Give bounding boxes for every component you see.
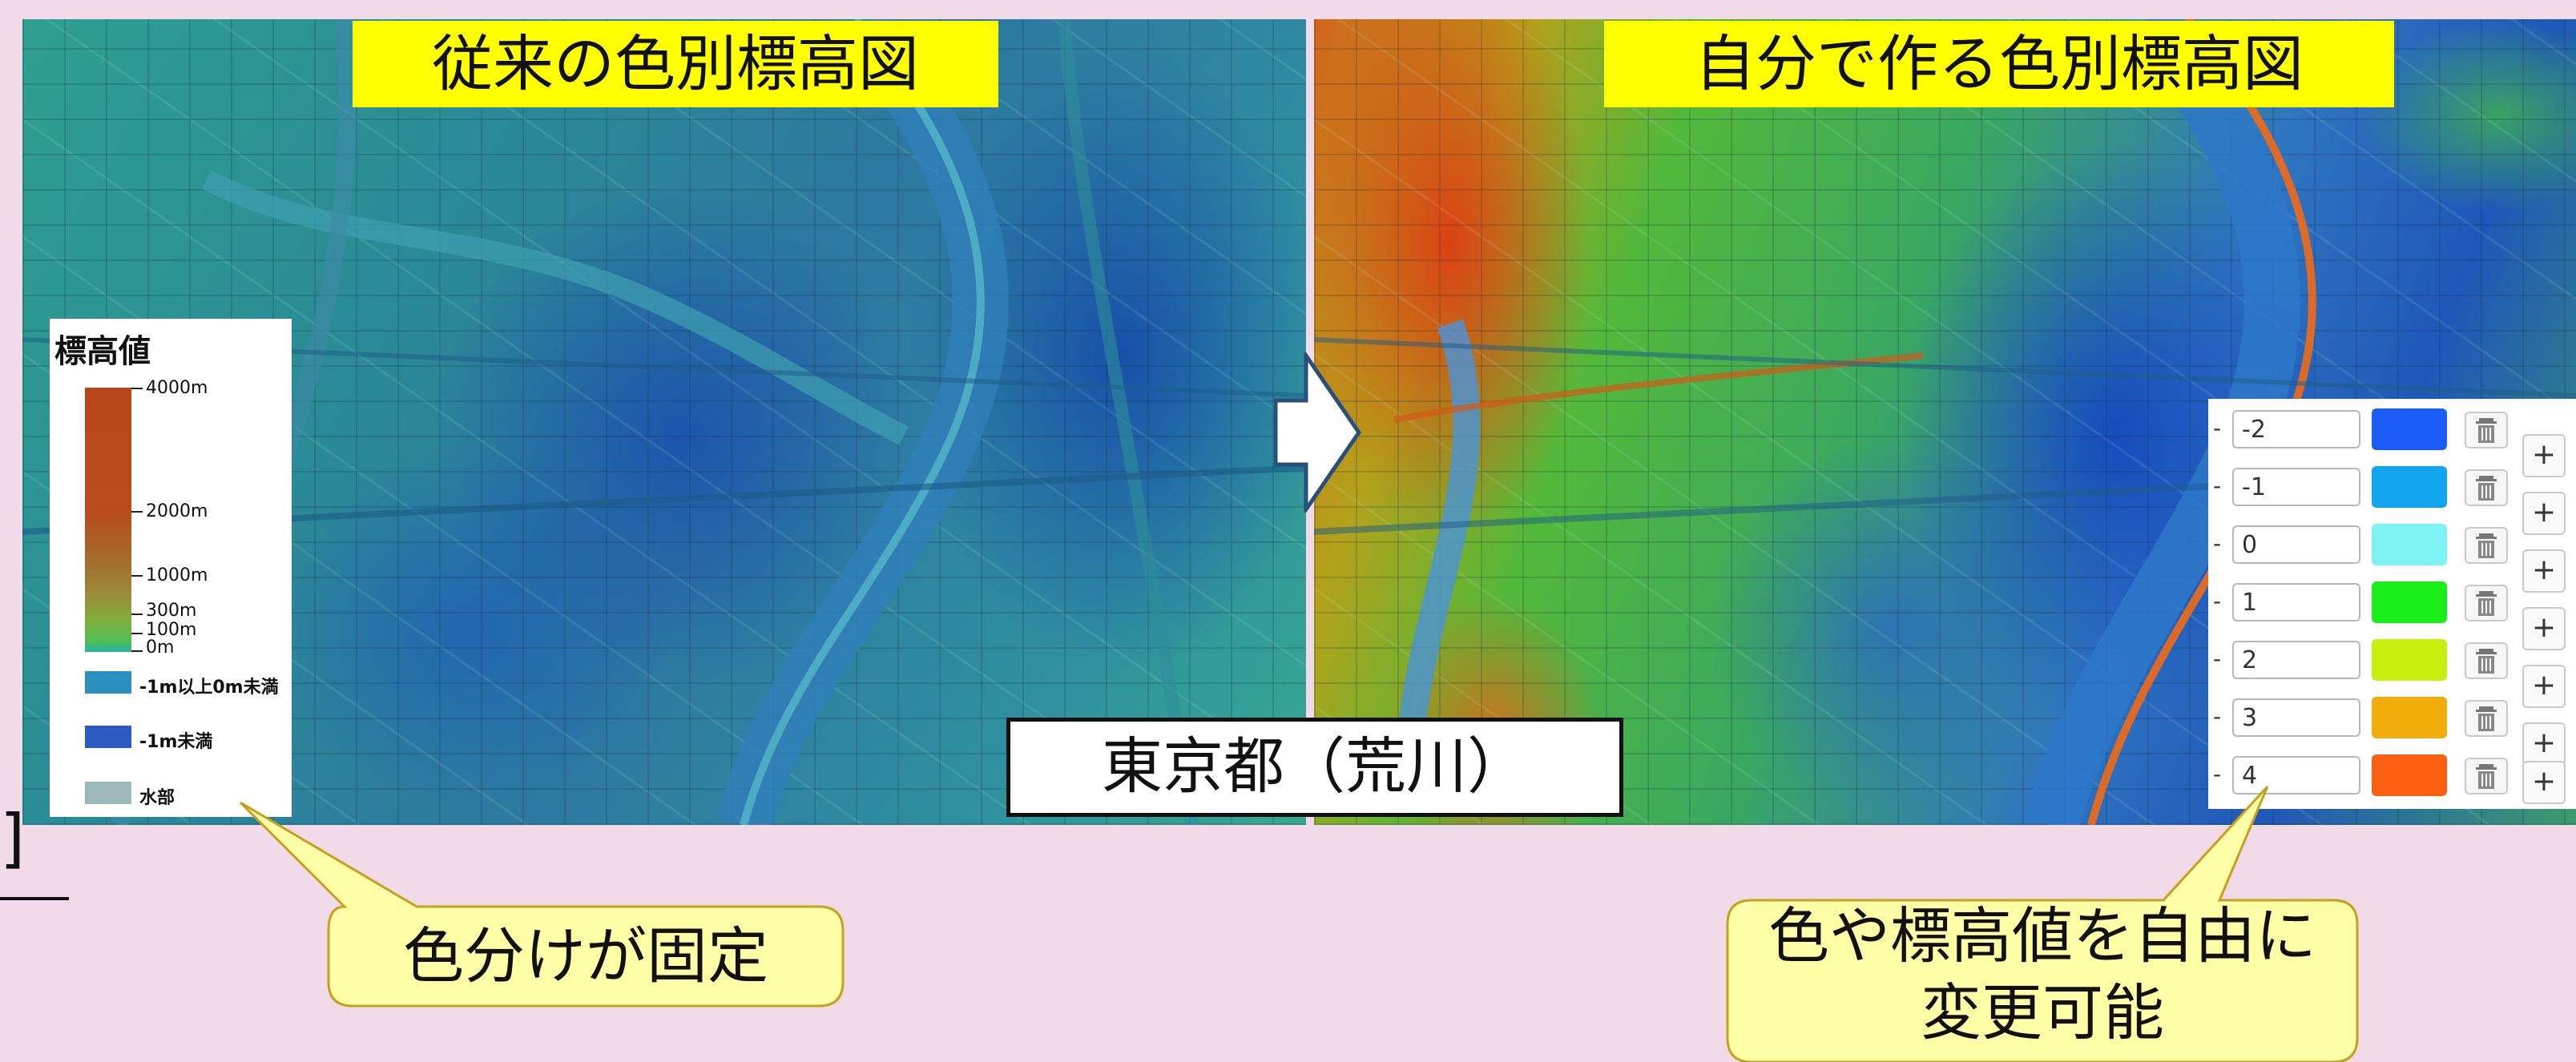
editor-row: - + bbox=[2208, 753, 2576, 804]
trash-icon[interactable] bbox=[2465, 585, 2508, 622]
add-row-button[interactable]: + bbox=[2522, 549, 2566, 593]
trash-icon[interactable] bbox=[2465, 758, 2508, 794]
legend-label-0: 0m bbox=[146, 638, 175, 658]
color-swatch-button[interactable] bbox=[2372, 754, 2447, 796]
legend-swatch-label: -1m以上0m未満 bbox=[139, 678, 279, 698]
right-callout-text-line2: 変更可能 bbox=[1921, 977, 2164, 1048]
elevation-value-input[interactable] bbox=[2232, 698, 2360, 737]
legend-title: 標高値 bbox=[54, 333, 151, 370]
trash-icon[interactable] bbox=[2465, 412, 2508, 449]
add-row-button[interactable]: + bbox=[2522, 761, 2566, 804]
trash-icon[interactable] bbox=[2465, 527, 2508, 564]
trash-icon[interactable] bbox=[2465, 642, 2508, 679]
add-row-button[interactable]: + bbox=[2522, 434, 2566, 477]
place-label: 東京都（荒川） bbox=[1006, 718, 1623, 817]
elevation-value-input[interactable] bbox=[2232, 756, 2360, 794]
left-panel-title: 従来の色別標高図 bbox=[353, 21, 998, 107]
left-callout-bubble bbox=[239, 801, 845, 1008]
add-row-button[interactable]: + bbox=[2522, 492, 2566, 535]
right-panel-title: 自分で作る色別標高図 bbox=[1604, 21, 2394, 107]
legend-swatch-deep bbox=[85, 726, 131, 748]
legend-label-1000: 1000m bbox=[146, 565, 208, 585]
elevation-color-editor: - + - + - + - + - bbox=[2208, 399, 2576, 809]
legend-label-100: 100m bbox=[146, 620, 197, 640]
legend-swatch-shallow bbox=[85, 671, 131, 694]
color-swatch-button[interactable] bbox=[2372, 581, 2447, 623]
elevation-value-input[interactable] bbox=[2232, 641, 2360, 679]
legend-label-2000: 2000m bbox=[146, 501, 208, 521]
elevation-value-input[interactable] bbox=[2232, 525, 2360, 564]
cropped-text-fragment: ] bbox=[0, 801, 26, 875]
editor-row: - + bbox=[2208, 522, 2576, 593]
editor-row: - + bbox=[2208, 638, 2576, 708]
legend-label-4000: 4000m bbox=[146, 378, 208, 398]
left-map-panel bbox=[22, 19, 1306, 825]
elevation-value-input[interactable] bbox=[2232, 583, 2360, 622]
color-swatch-button[interactable] bbox=[2372, 466, 2447, 508]
color-swatch-button[interactable] bbox=[2372, 639, 2447, 681]
elevation-value-input[interactable] bbox=[2232, 468, 2360, 506]
right-callout-text-line1: 色や標高値を自由に bbox=[1768, 900, 2316, 971]
color-swatch-button[interactable] bbox=[2372, 524, 2447, 565]
right-map-panel bbox=[1314, 19, 2576, 825]
editor-row: - + bbox=[2208, 465, 2576, 535]
editor-row: - + bbox=[2208, 407, 2576, 477]
legend-label-300: 300m bbox=[146, 601, 197, 621]
legend-swatch-label: 水部 bbox=[139, 788, 175, 808]
legend-swatch-label: -1m未満 bbox=[139, 732, 213, 752]
trash-icon[interactable] bbox=[2465, 469, 2508, 506]
trash-icon[interactable] bbox=[2465, 700, 2508, 737]
add-row-button[interactable]: + bbox=[2522, 665, 2566, 708]
left-callout-text: 色分けが固定 bbox=[403, 920, 768, 992]
editor-row: - + bbox=[2208, 580, 2576, 650]
right-arrow-icon bbox=[1274, 352, 1362, 513]
editor-row: - + bbox=[2208, 695, 2576, 766]
add-row-button[interactable]: + bbox=[2522, 722, 2566, 766]
elevation-legend: 標高値 4000m 2000m 1000m 300m 100m 0m -1m以上… bbox=[50, 319, 292, 817]
color-swatch-button[interactable] bbox=[2372, 697, 2447, 738]
add-row-button[interactable]: + bbox=[2522, 607, 2566, 650]
cropped-underline bbox=[0, 897, 69, 900]
color-swatch-button[interactable] bbox=[2372, 408, 2447, 450]
elevation-value-input[interactable] bbox=[2232, 410, 2360, 449]
legend-swatch-water bbox=[85, 782, 131, 804]
legend-color-ramp bbox=[85, 388, 131, 652]
